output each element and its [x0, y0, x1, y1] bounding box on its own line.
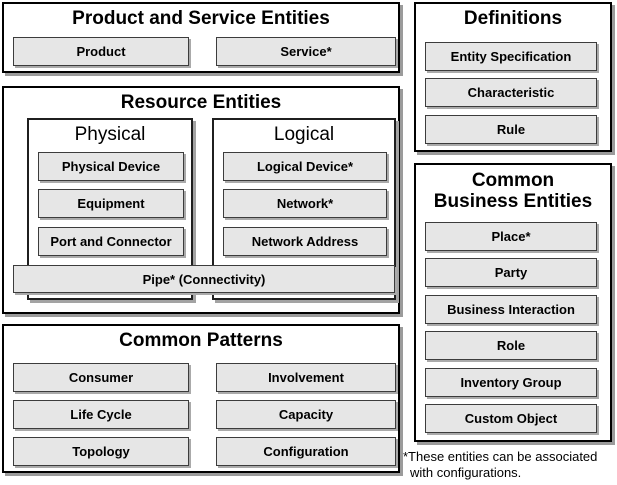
section-product-service-entities: Product and Service Entities Product Ser… — [2, 2, 400, 73]
entity-block-role: Role — [425, 331, 597, 360]
section-title-resource: Resource Entities — [120, 92, 282, 113]
section-title-definitions: Definitions — [463, 8, 563, 29]
entity-block-network-address: Network Address — [223, 227, 387, 256]
entity-block-place: Place* — [425, 222, 597, 251]
entity-block-entity-specification: Entity Specification — [425, 42, 597, 71]
entity-block-characteristic: Characteristic — [425, 78, 597, 107]
entity-block-party: Party — [425, 258, 597, 287]
entity-block-capacity: Capacity — [216, 400, 396, 429]
section-resource-entities: Resource Entities Physical Physical Devi… — [2, 86, 400, 314]
entity-block-involvement: Involvement — [216, 363, 396, 392]
entity-block-equipment: Equipment — [38, 189, 184, 218]
entity-block-port-and-connector: Port and Connector — [38, 227, 184, 256]
entity-block-rule: Rule — [425, 115, 597, 144]
section-title-common-business-line2: Business Entities — [433, 191, 593, 212]
entity-block-logical-device: Logical Device* — [223, 152, 387, 181]
entity-block-topology: Topology — [13, 437, 189, 466]
entity-block-life-cycle: Life Cycle — [13, 400, 189, 429]
entity-block-pipe-connectivity: Pipe* (Connectivity) — [13, 265, 395, 293]
entity-block-consumer: Consumer — [13, 363, 189, 392]
entity-block-network: Network* — [223, 189, 387, 218]
entity-block-custom-object: Custom Object — [425, 404, 597, 433]
entity-block-physical-device: Physical Device — [38, 152, 184, 181]
entity-block-inventory-group: Inventory Group — [425, 368, 597, 397]
section-title-common-patterns: Common Patterns — [119, 330, 283, 351]
footnote-line2: with configurations. — [410, 465, 522, 480]
footnote: *These entities can be associated with c… — [403, 449, 617, 481]
entity-block-service: Service* — [216, 37, 396, 66]
entity-block-configuration: Configuration — [216, 437, 396, 466]
section-title-product-service: Product and Service Entities — [72, 8, 330, 29]
section-definitions: Definitions Entity Specification Charact… — [414, 2, 612, 152]
section-title-common-business: Common Business Entities — [416, 165, 610, 212]
entity-block-business-interaction: Business Interaction — [425, 295, 597, 324]
footnote-line1: *These entities can be associated — [403, 449, 598, 464]
subsection-title-physical: Physical — [74, 124, 146, 145]
section-title-common-business-line1: Common — [471, 170, 555, 191]
subsection-physical: Physical Physical Device Equipment Port … — [27, 118, 193, 300]
entity-block-product: Product — [13, 37, 189, 66]
section-common-patterns: Common Patterns Consumer Involvement Lif… — [2, 324, 400, 473]
subsection-title-logical: Logical — [273, 124, 335, 145]
section-common-business-entities: Common Business Entities Place* Party Bu… — [414, 163, 612, 442]
